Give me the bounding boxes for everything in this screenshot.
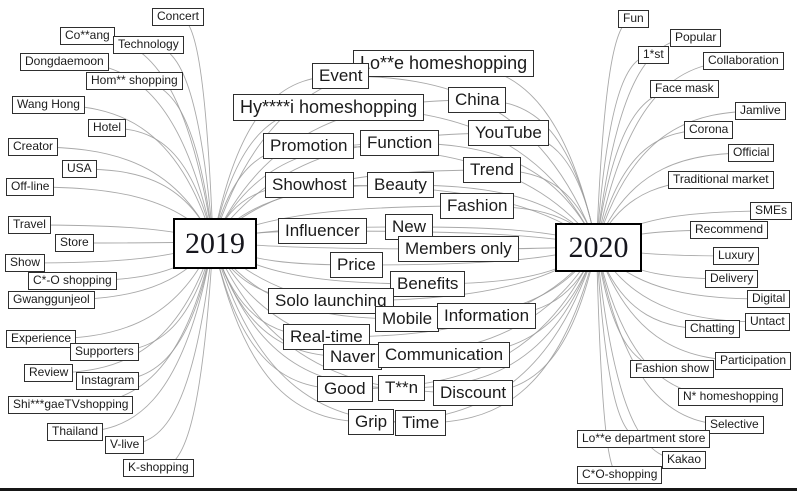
hub-2020: 2020 <box>555 223 642 272</box>
keyword-node-influencer: Influencer <box>278 218 367 244</box>
keyword-node-fashion: Fashion <box>440 193 515 219</box>
keyword-node-dongdaemoon: Dongdaemoon <box>20 53 109 71</box>
keyword-node-1-st: 1*st <box>638 46 669 64</box>
keyword-node-hotel: Hotel <box>88 119 127 137</box>
keyword-node-co-ang: Co**ang <box>60 27 115 45</box>
keyword-node-untact: Untact <box>745 313 790 331</box>
keyword-node-wang-hong: Wang Hong <box>12 96 85 114</box>
keyword-node-event: Event <box>312 63 370 89</box>
keyword-node-benefits: Benefits <box>390 271 466 297</box>
keyword-node-youtube: YouTube <box>468 120 549 146</box>
keyword-node-experience: Experience <box>6 330 77 348</box>
keyword-node-off-line: Off-line <box>6 178 55 196</box>
keyword-node-grip: Grip <box>348 409 395 435</box>
keyword-node-supporters: Supporters <box>70 343 139 361</box>
keyword-node-communication: Communication <box>378 342 511 368</box>
keyword-node-fashion-show: Fashion show <box>630 360 715 378</box>
keyword-node-naver: Naver <box>323 344 383 370</box>
keyword-node-information: Information <box>437 303 537 329</box>
keyword-node-corona: Corona <box>684 121 734 139</box>
figure-bottom-border <box>0 488 797 491</box>
keyword-node-popular: Popular <box>670 29 722 47</box>
keyword-node-concert: Concert <box>152 8 205 26</box>
keyword-node-china: China <box>448 87 507 113</box>
keyword-node-trend: Trend <box>463 157 521 183</box>
keyword-node-thailand: Thailand <box>47 423 104 441</box>
keyword-node-good: Good <box>317 376 373 402</box>
keyword-node-mobile: Mobile <box>375 306 440 332</box>
keyword-node-creator: Creator <box>8 138 59 156</box>
keyword-node-t-n: T**n <box>378 375 426 401</box>
keyword-node-instagram: Instagram <box>76 372 140 390</box>
keyword-node-showhost: Showhost <box>265 172 354 198</box>
keyword-node-c-o-shopping: C*O-shopping <box>577 466 663 484</box>
keyword-node-v-live: V-live <box>105 436 145 454</box>
keyword-node-lo-e-department-store: Lo**e department store <box>577 430 711 448</box>
keyword-node-traditional-market: Traditional market <box>668 171 774 189</box>
keyword-node-review: Review <box>24 364 74 382</box>
keyword-node-members-only: Members only <box>398 236 519 262</box>
keyword-node-delivery: Delivery <box>705 270 759 288</box>
keyword-node-show: Show <box>5 254 46 272</box>
keyword-node-chatting: Chatting <box>685 320 740 338</box>
keyword-node-fun: Fun <box>618 10 649 28</box>
keyword-node-c-o-shopping: C*-O shopping <box>28 272 117 290</box>
keyword-node-k-shopping: K-shopping <box>123 459 194 477</box>
keyword-node-new: New <box>385 214 434 240</box>
keyword-node-function: Function <box>360 130 440 156</box>
keyword-node-selective: Selective <box>705 416 764 434</box>
keyword-node-technology: Technology <box>113 36 184 54</box>
keyword-node-kakao: Kakao <box>662 451 707 469</box>
keyword-node-discount: Discount <box>433 380 514 406</box>
keyword-node-usa: USA <box>62 160 97 178</box>
keyword-node-smes: SMEs <box>750 202 793 220</box>
keyword-node-solo-launching: Solo launching <box>268 288 394 314</box>
keyword-node-hom-shopping: Hom** shopping <box>86 72 183 90</box>
keyword-node-luxury: Luxury <box>713 247 760 265</box>
keyword-node-hy-i-homeshopping: Hy****i homeshopping <box>233 94 425 121</box>
keyword-node-shi-gaetvshopping: Shi***gaeTVshopping <box>8 396 134 414</box>
keyword-node-participation: Participation <box>715 352 792 370</box>
keyword-node-face-mask: Face mask <box>650 80 719 98</box>
keyword-node-collaboration: Collaboration <box>703 52 784 70</box>
keyword-node-gwanggunjeol: Gwanggunjeol <box>8 291 95 309</box>
keyword-node-price: Price <box>330 252 383 278</box>
keyword-node-n-homeshopping: N* homeshopping <box>678 388 784 406</box>
keyword-node-store: Store <box>55 234 94 252</box>
keyword-node-recommend: Recommend <box>690 221 769 239</box>
keyword-node-digital: Digital <box>747 290 791 308</box>
keyword-node-jamlive: Jamlive <box>735 102 786 120</box>
keyword-node-travel: Travel <box>8 216 51 234</box>
keyword-node-beauty: Beauty <box>367 172 434 198</box>
keyword-node-lo-e-homeshopping: Lo**e homeshopping <box>353 50 535 77</box>
hub-2019: 2019 <box>173 218 257 269</box>
keyword-node-official: Official <box>728 144 775 162</box>
keyword-node-promotion: Promotion <box>263 133 355 159</box>
keyword-node-time: Time <box>395 410 447 436</box>
